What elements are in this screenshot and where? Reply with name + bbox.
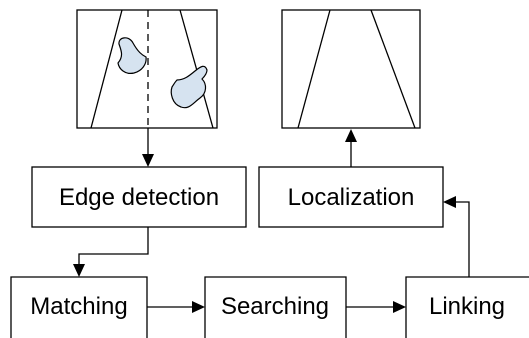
localization-label: Localization xyxy=(288,184,415,211)
left-lane-line xyxy=(90,9,123,129)
searching-label: Searching xyxy=(221,293,329,320)
linking-box xyxy=(405,276,529,338)
obstacle-blob-right xyxy=(170,65,208,109)
localized-right-lane-line xyxy=(370,9,416,129)
obstacle-blob-left xyxy=(117,37,147,74)
edge-detection-box xyxy=(31,166,247,228)
arrow-linking-to-localization xyxy=(443,196,470,277)
localization-box xyxy=(258,166,444,228)
arrow-edge-detection-to-matching xyxy=(73,227,149,277)
arrow-matching-to-searching xyxy=(147,301,205,313)
arrow-localization-to-output xyxy=(345,129,357,167)
arrow-image-to-edge-detection xyxy=(142,128,154,167)
linking-label: Linking xyxy=(429,293,505,320)
matching-label: Matching xyxy=(30,293,127,320)
output-image-frame xyxy=(281,9,421,129)
input-road-image xyxy=(76,9,218,129)
localized-left-lane-line xyxy=(297,9,331,129)
edge-detection-label: Edge detection xyxy=(59,184,219,211)
input-image-frame xyxy=(76,9,218,129)
arrow-searching-to-linking xyxy=(346,301,406,313)
output-localized-image xyxy=(281,9,421,129)
right-lane-line xyxy=(179,9,214,129)
